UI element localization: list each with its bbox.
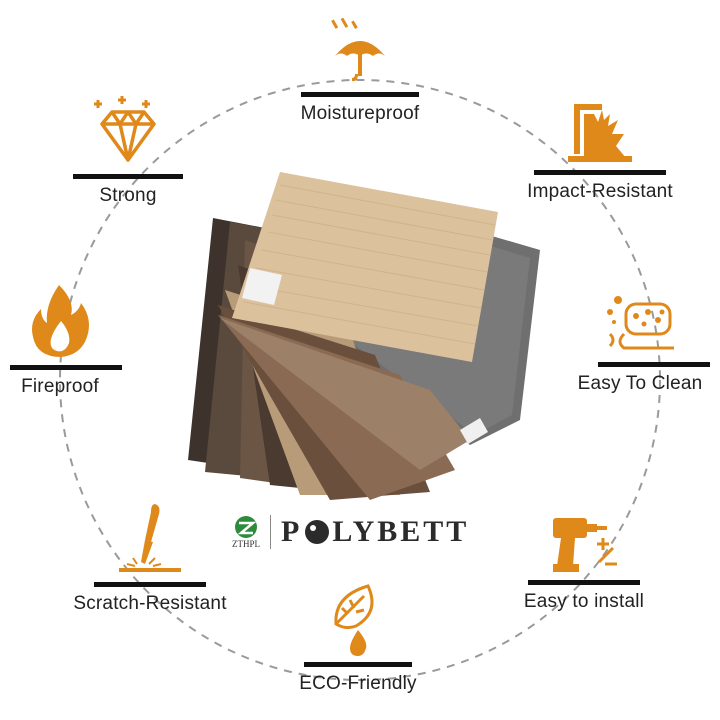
feature-label: Scratch-Resistant bbox=[73, 593, 227, 614]
sponge-icon bbox=[607, 296, 674, 350]
feature-label: Moistureproof bbox=[300, 103, 420, 124]
feature-label: Easy To Clean bbox=[577, 373, 703, 394]
feature-install: Easy to install bbox=[504, 512, 664, 613]
feature-eco: ECO-Friendly bbox=[278, 582, 438, 695]
feature-label: Strong bbox=[99, 185, 157, 206]
feature-label: Impact-Resistant bbox=[527, 181, 673, 202]
brand-logo: ZTHPL P LYBETT bbox=[232, 512, 469, 552]
knife-scratch-icon bbox=[119, 504, 181, 572]
feature-label: ECO-Friendly bbox=[299, 673, 417, 694]
brand-o-circle-icon bbox=[305, 520, 330, 544]
feature-fireproof: Fireproof bbox=[0, 283, 140, 398]
feature-label: Fireproof bbox=[21, 376, 99, 397]
leaf-drop-icon bbox=[334, 584, 374, 656]
feature-impact: Impact-Resistant bbox=[520, 100, 680, 203]
diamond-icon bbox=[94, 96, 156, 162]
drill-icon bbox=[553, 518, 617, 572]
brand-name-prefix: P bbox=[281, 515, 303, 548]
logo-divider bbox=[270, 515, 271, 549]
feature-strong: Strong bbox=[48, 94, 208, 207]
feature-scratch: Scratch-Resistant bbox=[70, 502, 230, 615]
feature-label: Easy to install bbox=[523, 591, 645, 612]
feature-clean: Easy To Clean bbox=[560, 290, 720, 395]
logo-sub-text: ZTHPL bbox=[232, 539, 260, 549]
broken-door-icon bbox=[568, 104, 632, 162]
umbrella-rain-icon bbox=[331, 18, 385, 82]
brand-name-suffix: LYBETT bbox=[332, 515, 470, 548]
feature-moistureproof: Moistureproof bbox=[280, 18, 440, 125]
zthpl-logo-icon bbox=[235, 516, 257, 538]
flame-icon bbox=[32, 285, 89, 357]
